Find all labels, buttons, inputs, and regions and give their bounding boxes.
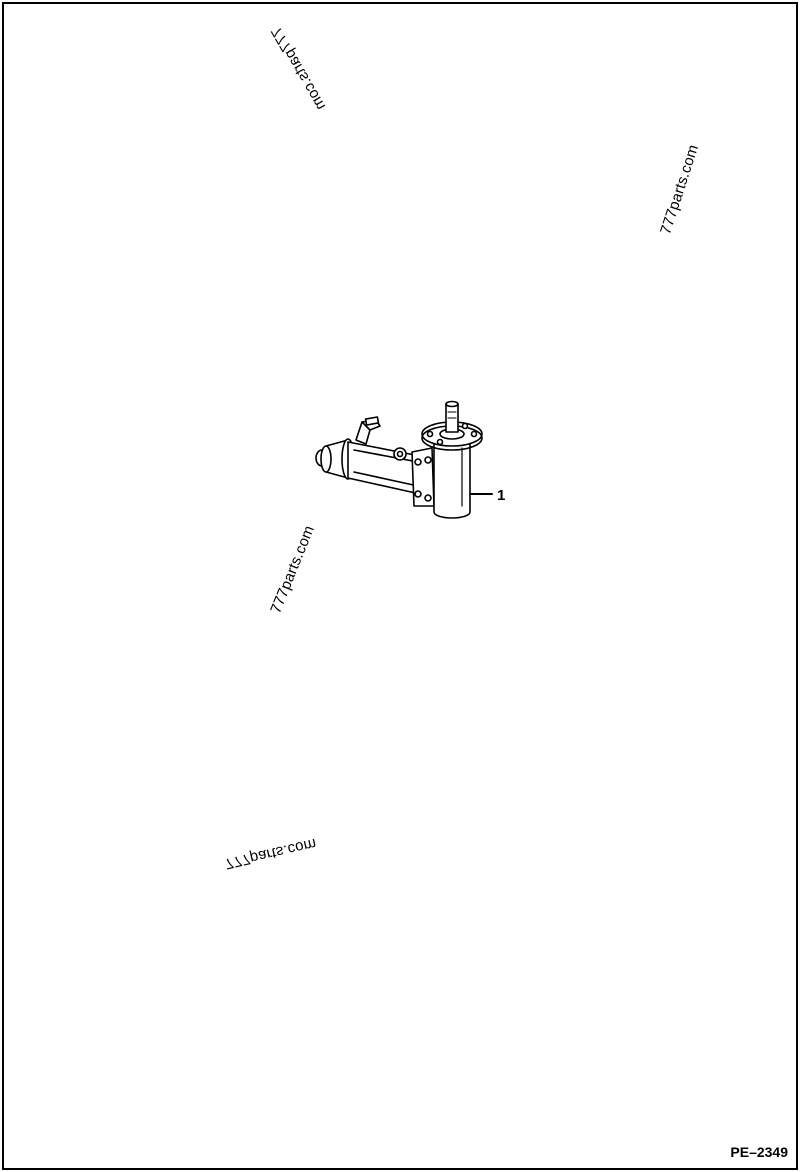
callout-number-1: 1 (497, 487, 506, 504)
part-illustration (315, 400, 493, 519)
housing (433, 437, 471, 519)
figure-code: PE–2349 (730, 1144, 788, 1160)
barrel (347, 441, 421, 495)
